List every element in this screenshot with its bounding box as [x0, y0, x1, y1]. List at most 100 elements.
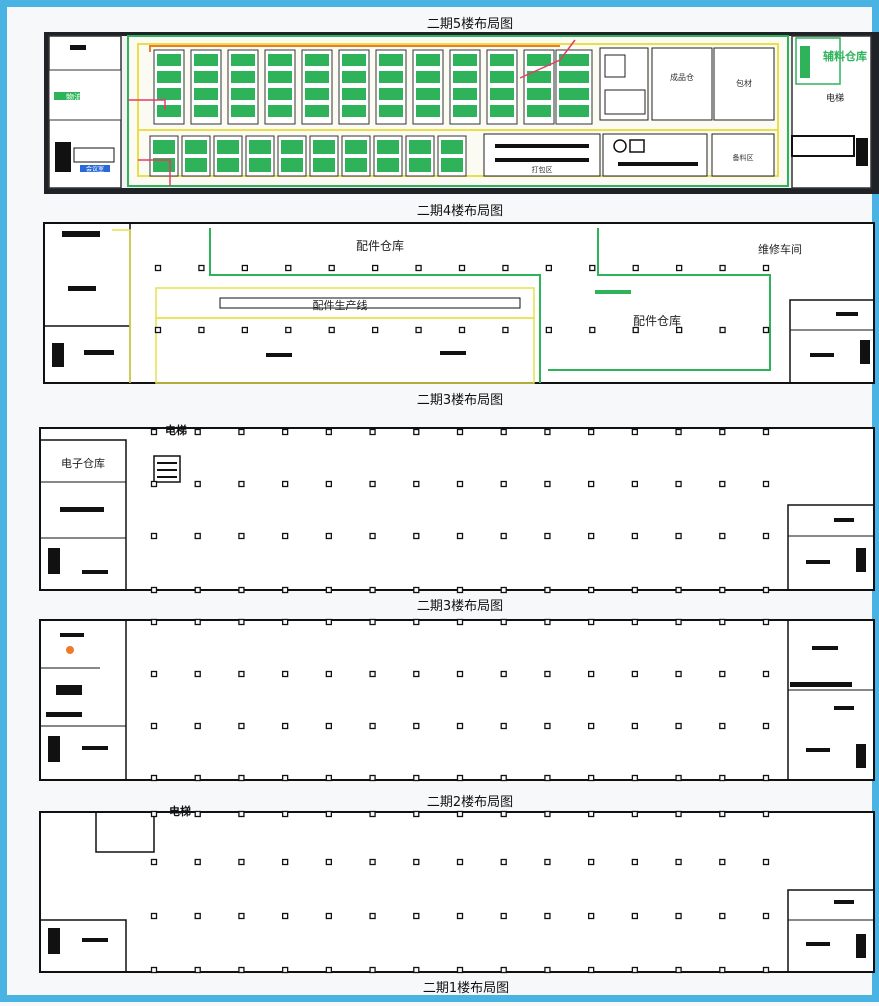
column-marker: [194, 480, 201, 488]
column-marker: [369, 532, 376, 540]
column-marker: [762, 586, 770, 594]
rack-shelf: [185, 140, 207, 154]
column-marker: [325, 586, 333, 594]
floor5-staging-zone: [602, 133, 708, 177]
rack-shelf: [527, 88, 551, 100]
column-marker: [241, 326, 249, 334]
floor4-parts-line: 配件生产线: [313, 298, 368, 312]
column-marker: [762, 618, 770, 626]
rack-shelf: [441, 158, 463, 172]
floor5-route-top: [149, 45, 560, 52]
floor5-green-tag-left: [54, 92, 80, 100]
column-marker: [762, 480, 770, 488]
column-marker: [369, 966, 376, 974]
column-marker: [500, 810, 507, 818]
column-marker: [587, 858, 595, 866]
rack-shelf: [490, 105, 514, 117]
floor5-prep-zone: [711, 133, 775, 177]
rack-shelf: [409, 158, 431, 172]
floor5-room-c-label: 打包区: [532, 165, 553, 174]
column-marker: [500, 428, 507, 436]
column-marker: [369, 586, 376, 594]
column-marker: [325, 810, 333, 818]
floor5-rack-row-top: [153, 49, 593, 125]
rack-shelf: [559, 54, 589, 66]
floor3-right-rooms: [787, 504, 875, 591]
floor5-packing-bench-1: [495, 144, 589, 148]
column-marker: [281, 670, 289, 678]
floor5-round-fixture: [613, 139, 627, 153]
rack-shelf: [249, 140, 271, 154]
floor3-elevator: 电梯: [165, 423, 187, 437]
rack-shelf: [379, 54, 403, 66]
rack-shelf: [527, 71, 551, 83]
column-marker: [238, 912, 245, 920]
column-marker: [589, 264, 596, 272]
column-marker: [587, 966, 595, 974]
column-marker: [762, 912, 770, 920]
rack-shelf: [281, 140, 303, 154]
rack-shelf: [231, 54, 255, 66]
column-marker: [154, 264, 162, 272]
floor4-right-rooms: [789, 299, 875, 384]
column-marker: [587, 774, 595, 782]
column-marker: [631, 532, 639, 540]
column-marker: [631, 966, 639, 974]
rack-shelf: [559, 88, 589, 100]
column-marker: [587, 532, 595, 540]
column-marker: [369, 428, 376, 436]
rack-shelf: [379, 105, 403, 117]
column-marker: [762, 532, 770, 540]
column-marker: [502, 326, 509, 334]
floor5-room-b: [651, 47, 713, 121]
rack-shelf: [305, 54, 329, 66]
column-marker: [413, 532, 420, 540]
column-marker: [281, 722, 289, 730]
column-marker: [413, 966, 420, 974]
rack-shelf: [342, 88, 366, 100]
column-marker: [325, 532, 333, 540]
floor2-left-rooms: [39, 919, 127, 973]
column-marker: [675, 858, 682, 866]
column-marker: [194, 722, 201, 730]
floor4-parts-warehouse-bottom: 配件仓库: [633, 313, 681, 328]
column-marker: [719, 912, 726, 920]
rack-shelf: [490, 71, 514, 83]
column-marker: [238, 618, 245, 626]
column-marker: [369, 480, 376, 488]
floor2-stair-right: [856, 934, 866, 958]
floor2-column-grid: [150, 810, 770, 974]
floor5-elevator-left: [73, 147, 115, 163]
floor4-green-zone-1: [209, 228, 541, 383]
column-marker: [413, 810, 420, 818]
column-marker: [371, 326, 379, 334]
column-marker: [328, 264, 335, 272]
floor5-bottom-label: 备料区: [733, 153, 754, 162]
floor3b-title: 二期3楼布局图: [417, 599, 503, 614]
column-marker: [194, 774, 201, 782]
column-marker: [413, 670, 420, 678]
column-marker: [675, 326, 683, 334]
rack-shelf: [194, 105, 218, 117]
column-marker: [675, 532, 682, 540]
floor3-stair-left: [48, 548, 60, 574]
column-marker: [675, 722, 682, 730]
floor3b-desk-right-2: [834, 706, 854, 710]
column-marker: [544, 428, 551, 436]
column-marker: [500, 966, 507, 974]
rack-shelf: [194, 54, 218, 66]
column-marker: [500, 912, 507, 920]
column-marker: [458, 326, 466, 334]
floor2-title: 二期2楼布局图: [427, 795, 513, 810]
floor4-yellow-lower: [155, 317, 535, 384]
column-marker: [194, 670, 201, 678]
column-marker: [456, 618, 464, 626]
column-marker: [456, 722, 464, 730]
column-marker: [631, 810, 639, 818]
column-marker: [194, 428, 201, 436]
floor3b-bench-right: [790, 682, 852, 687]
column-marker: [281, 966, 289, 974]
column-marker: [719, 618, 726, 626]
floor2-right-rooms: [787, 889, 875, 973]
